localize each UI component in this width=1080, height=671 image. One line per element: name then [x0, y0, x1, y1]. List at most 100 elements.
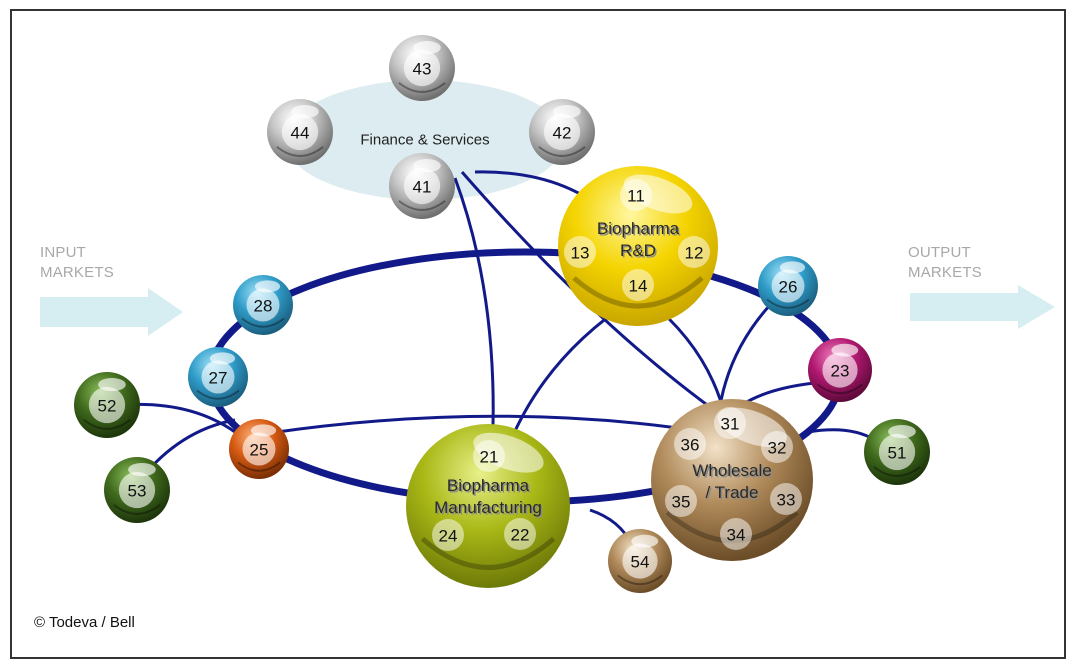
finance-services-label: Finance & Services: [360, 132, 489, 149]
hub-rnd-title-shadow: Biopharma: [598, 221, 681, 240]
hub-member-35: 35: [665, 485, 697, 517]
node-23-label-disc: [822, 352, 858, 388]
hub-member-24-disc: [432, 519, 464, 551]
hub-member-32: 32: [761, 431, 793, 463]
node-23-label: 23: [831, 362, 850, 381]
link-14-21: [503, 298, 633, 456]
node-26-label-disc: [771, 269, 805, 303]
hub-member-33: 33: [770, 483, 802, 515]
node-54-shade: [616, 574, 664, 586]
node-27-label: 27: [209, 369, 228, 388]
hub-member-21-label: 21: [480, 448, 499, 467]
hub-member-34: 34: [720, 518, 752, 550]
node-25-label-disc: [242, 432, 276, 466]
hub-member-35-disc: [665, 485, 697, 517]
node-52-shade: [83, 419, 131, 430]
diagram-frame: [10, 9, 1066, 659]
finance-cloud: [285, 80, 565, 200]
finance-node-42: 42: [529, 99, 595, 165]
node-54-label-disc: [622, 543, 658, 579]
input-markets-line-2: MARKETS: [40, 264, 114, 281]
finance-node-43-shade: [398, 82, 446, 93]
input-markets-arrow: [40, 288, 183, 336]
node-28-shade: [241, 317, 285, 328]
finance-node-43-label-disc: [403, 49, 441, 87]
hub-wholesale-title-line: Wholesale: [692, 461, 771, 480]
finance-node-43: 43: [389, 35, 455, 101]
hub-wholesale-title-line: / Trade: [706, 483, 759, 502]
hub-manufacturing-title-shadow: Manufacturing: [436, 500, 544, 519]
node-27-shade: [196, 389, 240, 400]
node-51-label: 51: [888, 444, 907, 463]
output-markets-arrow: [910, 285, 1055, 329]
node-51-shade: [873, 466, 921, 477]
hub-member-21: 21: [473, 440, 505, 472]
hub-member-35-label: 35: [672, 493, 691, 512]
hub-member-31-disc: [714, 407, 746, 439]
hub-member-21-disc: [473, 440, 505, 472]
node-27-label-disc: [201, 360, 235, 394]
hub-rnd-title-shadow: R&D: [622, 243, 658, 262]
hub-member-34-disc: [720, 518, 752, 550]
hub-manufacturing-title-shadow: Biopharma: [448, 478, 531, 497]
node-52: 52: [74, 372, 140, 438]
finance-node-41: 41: [389, 153, 455, 219]
finance-node-44-shade: [276, 146, 324, 157]
node-52-label: 52: [98, 397, 117, 416]
finance-node-42-label-disc: [543, 113, 581, 151]
node-52-label-disc: [88, 386, 126, 424]
hub-member-36: 36: [674, 428, 706, 460]
node-26-shade: [766, 298, 810, 309]
node-28-label: 28: [254, 297, 273, 316]
node-25-label: 25: [250, 441, 269, 460]
node-51-label-disc: [878, 433, 916, 471]
node-54-label: 54: [631, 553, 650, 572]
node-53-label: 53: [128, 482, 147, 501]
node-53: 53: [104, 457, 170, 523]
node-25: 25: [229, 419, 289, 479]
hub-member-11-label: 11: [627, 187, 645, 206]
finance-node-43-label: 43: [413, 60, 432, 79]
hub-member-12-label: 12: [685, 244, 704, 263]
output-markets-line-2: MARKETS: [908, 264, 982, 281]
hub-manufacturing-title-line: Manufacturing: [434, 498, 542, 517]
hub-member-11: 11: [620, 179, 652, 211]
hub-member-24-label: 24: [439, 527, 458, 546]
link-41-21: [453, 177, 495, 456]
node-27: 27: [188, 347, 248, 407]
hub-member-32-disc: [761, 431, 793, 463]
finance-node-44-label-disc: [281, 113, 319, 151]
hub-member-31-label: 31: [721, 415, 740, 434]
hub-member-34-label: 34: [727, 526, 746, 545]
node-28-label-disc: [246, 288, 280, 322]
output-markets-label: OUTPUT MARKETS: [908, 243, 982, 283]
input-markets-label: INPUT MARKETS: [40, 243, 114, 283]
hub-member-13-disc: [564, 236, 596, 268]
finance-node-44-label: 44: [291, 124, 310, 143]
input-markets-line-1: INPUT: [40, 244, 86, 261]
hub-member-24: 24: [432, 519, 464, 551]
finance-node-44: 44: [267, 99, 333, 165]
hub-member-32-label: 32: [768, 439, 787, 458]
hub-member-13-label: 13: [571, 244, 590, 263]
hub-member-13: 13: [564, 236, 596, 268]
hub-member-33-label: 33: [777, 491, 796, 510]
hub-wholesale-title-shadow: Wholesale: [694, 463, 773, 482]
node-53-shade: [113, 504, 161, 515]
hub-member-33-disc: [770, 483, 802, 515]
node-26: 26: [758, 256, 818, 316]
finance-node-42-shade: [538, 146, 586, 157]
hub-member-36-disc: [674, 428, 706, 460]
copyright-text: © Todeva / Bell: [34, 614, 135, 631]
hub-member-36-label: 36: [681, 436, 700, 455]
hub-member-14-label: 14: [629, 277, 648, 296]
node-26-label: 26: [779, 278, 798, 297]
finance-node-41-label: 41: [413, 178, 432, 197]
finance-node-41-shade: [398, 200, 446, 211]
hub-member-22-label: 22: [511, 526, 530, 545]
hub-member-12-disc: [678, 236, 710, 268]
finance-node-42-label: 42: [553, 124, 572, 143]
hub-member-22-disc: [504, 518, 536, 550]
output-markets-line-1: OUTPUT: [908, 244, 971, 261]
